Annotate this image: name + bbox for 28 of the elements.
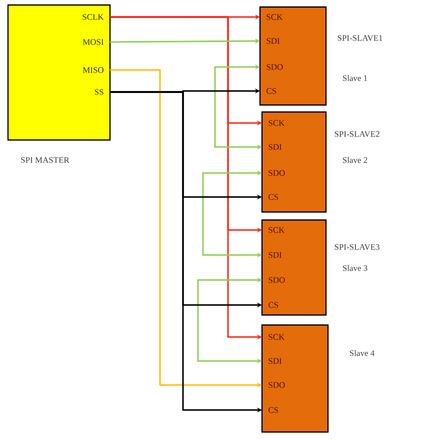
pin-label: SDO — [268, 382, 285, 388]
pin-label: SCK — [266, 14, 283, 20]
pin-label: CS — [268, 302, 278, 308]
chip-heading: SPI-SLAVE3 — [334, 244, 380, 250]
chip-heading: SPI-SLAVE1 — [338, 35, 382, 41]
pin-label: CS — [268, 194, 278, 200]
pin-label: MOSI — [82, 39, 104, 45]
pin-label: SDO — [268, 277, 285, 283]
pin-label: CS — [268, 407, 278, 413]
pin-label: SCLK — [82, 14, 104, 20]
pin-label: SDI — [268, 358, 282, 364]
chip-caption: Slave 2 — [342, 157, 368, 163]
chip-heading: SPI-SLAVE2 — [334, 131, 380, 137]
pin-label: SDI — [268, 252, 282, 258]
pin-label: SDI — [266, 38, 280, 44]
chip-caption: Slave 4 — [350, 350, 374, 356]
pin-label: SDI — [268, 144, 282, 150]
pin-label: SDO — [266, 64, 283, 70]
pin-label: CS — [266, 88, 276, 94]
chip-heading: SPI MASTER — [21, 157, 70, 163]
pin-label: SCK — [268, 227, 285, 233]
chip-caption: Slave 1 — [342, 75, 368, 81]
chip-caption: Slave 3 — [342, 265, 368, 271]
pin-label: SCK — [268, 334, 285, 340]
pin-label: SDO — [268, 170, 285, 176]
pin-label: SS — [94, 89, 104, 95]
pin-label: SCK — [268, 120, 285, 126]
pin-label: MISO — [82, 67, 104, 73]
